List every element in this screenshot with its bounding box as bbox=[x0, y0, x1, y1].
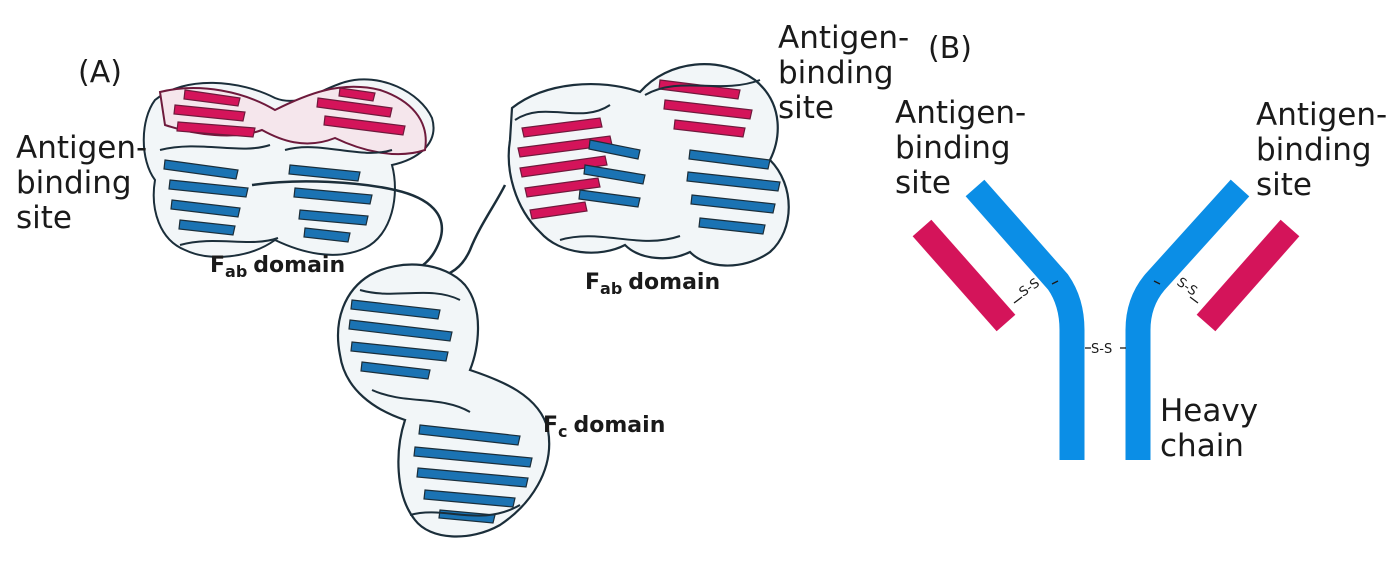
b-left-antigen-site-line2: binding bbox=[895, 130, 1011, 166]
light-chain-right bbox=[1196, 219, 1300, 332]
panel-b-label: (B) bbox=[928, 31, 972, 66]
heavy-chain-left bbox=[965, 179, 1085, 460]
right-antigen-site-line1: Antigen- bbox=[778, 20, 909, 56]
heavy-chain-label-line2: chain bbox=[1160, 428, 1244, 464]
b-left-antigen-site-line1: Antigen- bbox=[895, 95, 1026, 131]
fc-ribbon bbox=[336, 263, 551, 538]
hinge-linker-right bbox=[434, 184, 507, 280]
fab-right-ribbon bbox=[507, 63, 790, 267]
panel-a-label: (A) bbox=[78, 55, 122, 90]
ss-bond-left: S-S bbox=[1017, 276, 1043, 300]
panel-b-schematic: (B) Antigen- binding site Antigen- bindi… bbox=[895, 31, 1387, 464]
heavy-chain-label-line1: Heavy bbox=[1160, 393, 1258, 429]
left-antigen-site-line1: Antigen- bbox=[16, 130, 147, 166]
left-antigen-site-line3: site bbox=[16, 200, 72, 236]
b-left-antigen-site-line3: site bbox=[895, 165, 951, 201]
light-chain-left bbox=[912, 219, 1016, 332]
fab-left-ribbon bbox=[142, 78, 435, 258]
hinge-linker-left bbox=[251, 180, 444, 274]
left-antigen-site-line2: binding bbox=[16, 165, 132, 201]
b-right-antigen-site-line1: Antigen- bbox=[1256, 97, 1387, 133]
panel-a-structure: (A) Antigen- binding site Antigen- bindi… bbox=[16, 20, 909, 538]
right-antigen-site-line2: binding bbox=[778, 55, 894, 91]
b-right-antigen-site-line2: binding bbox=[1256, 132, 1372, 168]
ss-bond-center: S-S bbox=[1091, 342, 1112, 357]
right-antigen-site-line3: site bbox=[778, 90, 834, 126]
b-right-antigen-site-line3: site bbox=[1256, 167, 1312, 203]
ss-bond-right: S-S bbox=[1174, 275, 1200, 299]
